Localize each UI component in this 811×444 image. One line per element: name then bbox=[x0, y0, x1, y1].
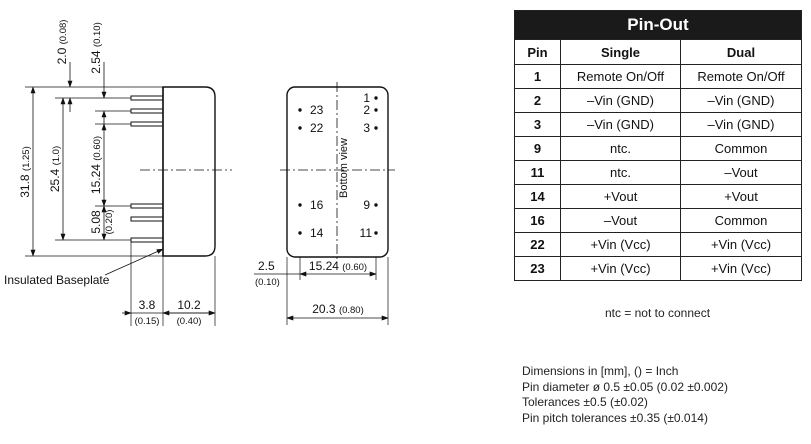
table-row: 1 Remote On/Off Remote On/Off bbox=[514, 64, 802, 89]
single-cell: +Vin (Vcc) bbox=[560, 256, 681, 281]
svg-text:15.24 (0.60): 15.24 (0.60) bbox=[309, 259, 367, 273]
dim-base-value: 3.8 bbox=[139, 298, 156, 312]
dim-inner-span-value: 15.24 bbox=[89, 164, 103, 194]
pin-label-22: 22 bbox=[310, 121, 324, 135]
pin-cell: 2 bbox=[514, 88, 561, 113]
dual-cell: Common bbox=[680, 136, 802, 161]
dim-top-offset-value: 2.0 bbox=[55, 47, 69, 64]
module-body bbox=[162, 86, 216, 257]
bottom-view bbox=[254, 82, 395, 325]
pin-cell: 22 bbox=[514, 232, 561, 257]
pin-cell: 16 bbox=[514, 208, 561, 233]
bottom-view-labels: 23 22 16 14 1 2 3 9 11 Bottom view 2.5 (… bbox=[255, 91, 372, 316]
note-pitch-tolerances: Pin pitch tolerances ±0.35 (±0.014) bbox=[522, 410, 708, 425]
bottom-pin-dots bbox=[298, 96, 378, 235]
dim-row-pitch-value: 15.24 bbox=[309, 259, 339, 273]
header-single: Single bbox=[560, 39, 681, 65]
single-cell: Remote On/Off bbox=[560, 64, 681, 89]
dual-cell: –Vout bbox=[680, 160, 802, 185]
dim-row-pitch-inch: (0.60) bbox=[342, 262, 367, 273]
pin-label-14: 14 bbox=[310, 226, 324, 240]
table-row: 16 –Vout Common bbox=[514, 208, 802, 233]
dim-depth-value: 10.2 bbox=[177, 298, 201, 312]
svg-text:2.54 (0.10): 2.54 (0.10) bbox=[89, 22, 103, 74]
svg-text:20.3 (0.80): 20.3 (0.80) bbox=[312, 302, 364, 316]
dim-row-span-inch: (1.0) bbox=[51, 146, 62, 166]
pin-label-1: 1 bbox=[363, 91, 370, 105]
side-view bbox=[25, 62, 232, 326]
dim-offset-inch: (0.10) bbox=[255, 277, 280, 288]
dim-height-value: 31.8 bbox=[18, 174, 32, 198]
dual-cell: –Vin (GND) bbox=[680, 88, 802, 113]
single-cell: ntc. bbox=[560, 136, 681, 161]
dim-inner-span-inch: (0.60) bbox=[92, 136, 103, 161]
pinout-footnote: ntc = not to connect bbox=[604, 306, 711, 320]
dimension-notes: Dimensions in [mm], () = Inch Pin diamet… bbox=[522, 364, 728, 426]
pin-cell: 3 bbox=[514, 112, 561, 137]
dim-width-value: 20.3 bbox=[312, 302, 336, 316]
single-cell: –Vin (GND) bbox=[560, 112, 681, 137]
single-cell: ntc. bbox=[560, 160, 681, 185]
side-view-labels: 31.8 (1.25) 25.4 (1.0) 2.0 (0.08) 2.54 (… bbox=[4, 20, 201, 327]
dual-cell: +Vout bbox=[680, 184, 802, 209]
note-units: Dimensions in [mm], () = Inch bbox=[522, 364, 679, 378]
pin-cell: 1 bbox=[514, 64, 561, 89]
pin-cell: 11 bbox=[514, 160, 561, 185]
pin-label-2: 2 bbox=[363, 103, 370, 117]
dim-top-offset-inch: (0.08) bbox=[58, 20, 69, 45]
single-cell: –Vout bbox=[560, 208, 681, 233]
table-row: 3 –Vin (GND) –Vin (GND) bbox=[514, 112, 802, 137]
header-dual: Dual bbox=[680, 39, 802, 65]
dim-small-gap-value: 5.08 bbox=[89, 210, 103, 234]
table-row: 23 +Vin (Vcc) +Vin (Vcc) bbox=[514, 256, 802, 281]
svg-text:15.24 (0.60): 15.24 (0.60) bbox=[89, 136, 103, 194]
dual-cell: –Vin (GND) bbox=[680, 112, 802, 137]
dim-pitch-inch: (0.10) bbox=[92, 22, 103, 47]
dim-pitch-value: 2.54 bbox=[89, 50, 103, 74]
bottom-view-outline bbox=[286, 86, 389, 258]
table-row: 14 +Vout +Vout bbox=[514, 184, 802, 209]
dim-small-gap-inch: (0.20) bbox=[104, 210, 115, 235]
pin-label-3: 3 bbox=[363, 121, 370, 135]
pinout-title: Pin-Out bbox=[514, 10, 802, 40]
pin-cell: 9 bbox=[514, 136, 561, 161]
table-row: 22 +Vin (Vcc) +Vin (Vcc) bbox=[514, 232, 802, 257]
pin-label-9: 9 bbox=[363, 198, 370, 212]
dim-offset-value: 2.5 bbox=[258, 259, 275, 273]
pin-label-16: 16 bbox=[310, 198, 324, 212]
dim-width-inch: (0.80) bbox=[339, 305, 364, 316]
svg-text:31.8 (1.25): 31.8 (1.25) bbox=[18, 146, 32, 198]
note-tolerances: Tolerances ±0.5 (±0.02) bbox=[522, 395, 648, 409]
pinout-table: Pin-Out Pin Single Dual 1 Remote On/Off … bbox=[514, 10, 802, 281]
single-cell: –Vin (GND) bbox=[560, 88, 681, 113]
svg-text:2.0 (0.08): 2.0 (0.08) bbox=[55, 20, 69, 65]
header-pin: Pin bbox=[514, 39, 561, 65]
baseplate-leader bbox=[104, 248, 164, 276]
dual-cell: Remote On/Off bbox=[680, 64, 802, 89]
single-cell: +Vin (Vcc) bbox=[560, 232, 681, 257]
svg-text:25.4 (1.0): 25.4 (1.0) bbox=[48, 146, 62, 192]
pin-label-23: 23 bbox=[310, 103, 324, 117]
pin-cell: 23 bbox=[514, 256, 561, 281]
dim-row-span-value: 25.4 bbox=[48, 168, 62, 192]
baseplate-label: Insulated Baseplate bbox=[4, 273, 110, 287]
note-pin-diameter: Pin diameter ø 0.5 ±0.05 (0.02 ±0.002) bbox=[522, 379, 728, 394]
table-row: 2 –Vin (GND) –Vin (GND) bbox=[514, 88, 802, 113]
dim-depth-inch: (0.40) bbox=[177, 316, 202, 327]
dim-height-inch: (1.25) bbox=[21, 146, 32, 171]
dim-base-inch: (0.15) bbox=[135, 316, 160, 327]
single-cell: +Vout bbox=[560, 184, 681, 209]
dual-cell: +Vin (Vcc) bbox=[680, 256, 802, 281]
side-pins bbox=[130, 95, 164, 243]
dual-cell: +Vin (Vcc) bbox=[680, 232, 802, 257]
pin-label-11: 11 bbox=[360, 226, 373, 240]
pin-cell: 14 bbox=[514, 184, 561, 209]
table-row: 11 ntc. –Vout bbox=[514, 160, 802, 185]
table-row: 9 ntc. Common bbox=[514, 136, 802, 161]
dual-cell: Common bbox=[680, 208, 802, 233]
bottom-view-label: Bottom view bbox=[338, 138, 350, 198]
